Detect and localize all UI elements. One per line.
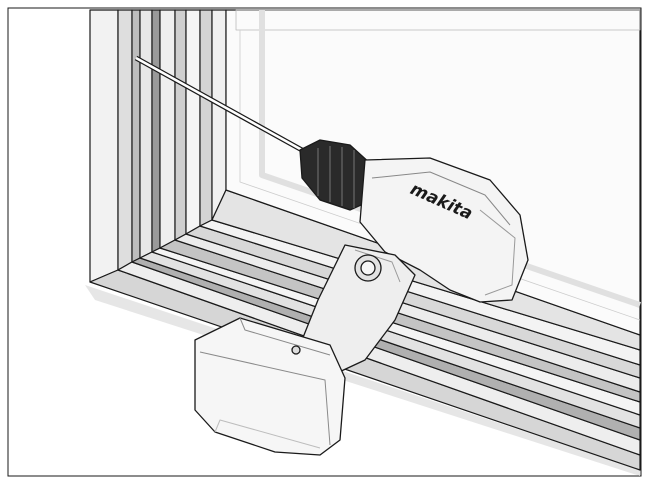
battery-pack	[194, 317, 346, 456]
drill-body	[359, 157, 529, 303]
drill: makita	[134, 55, 529, 456]
